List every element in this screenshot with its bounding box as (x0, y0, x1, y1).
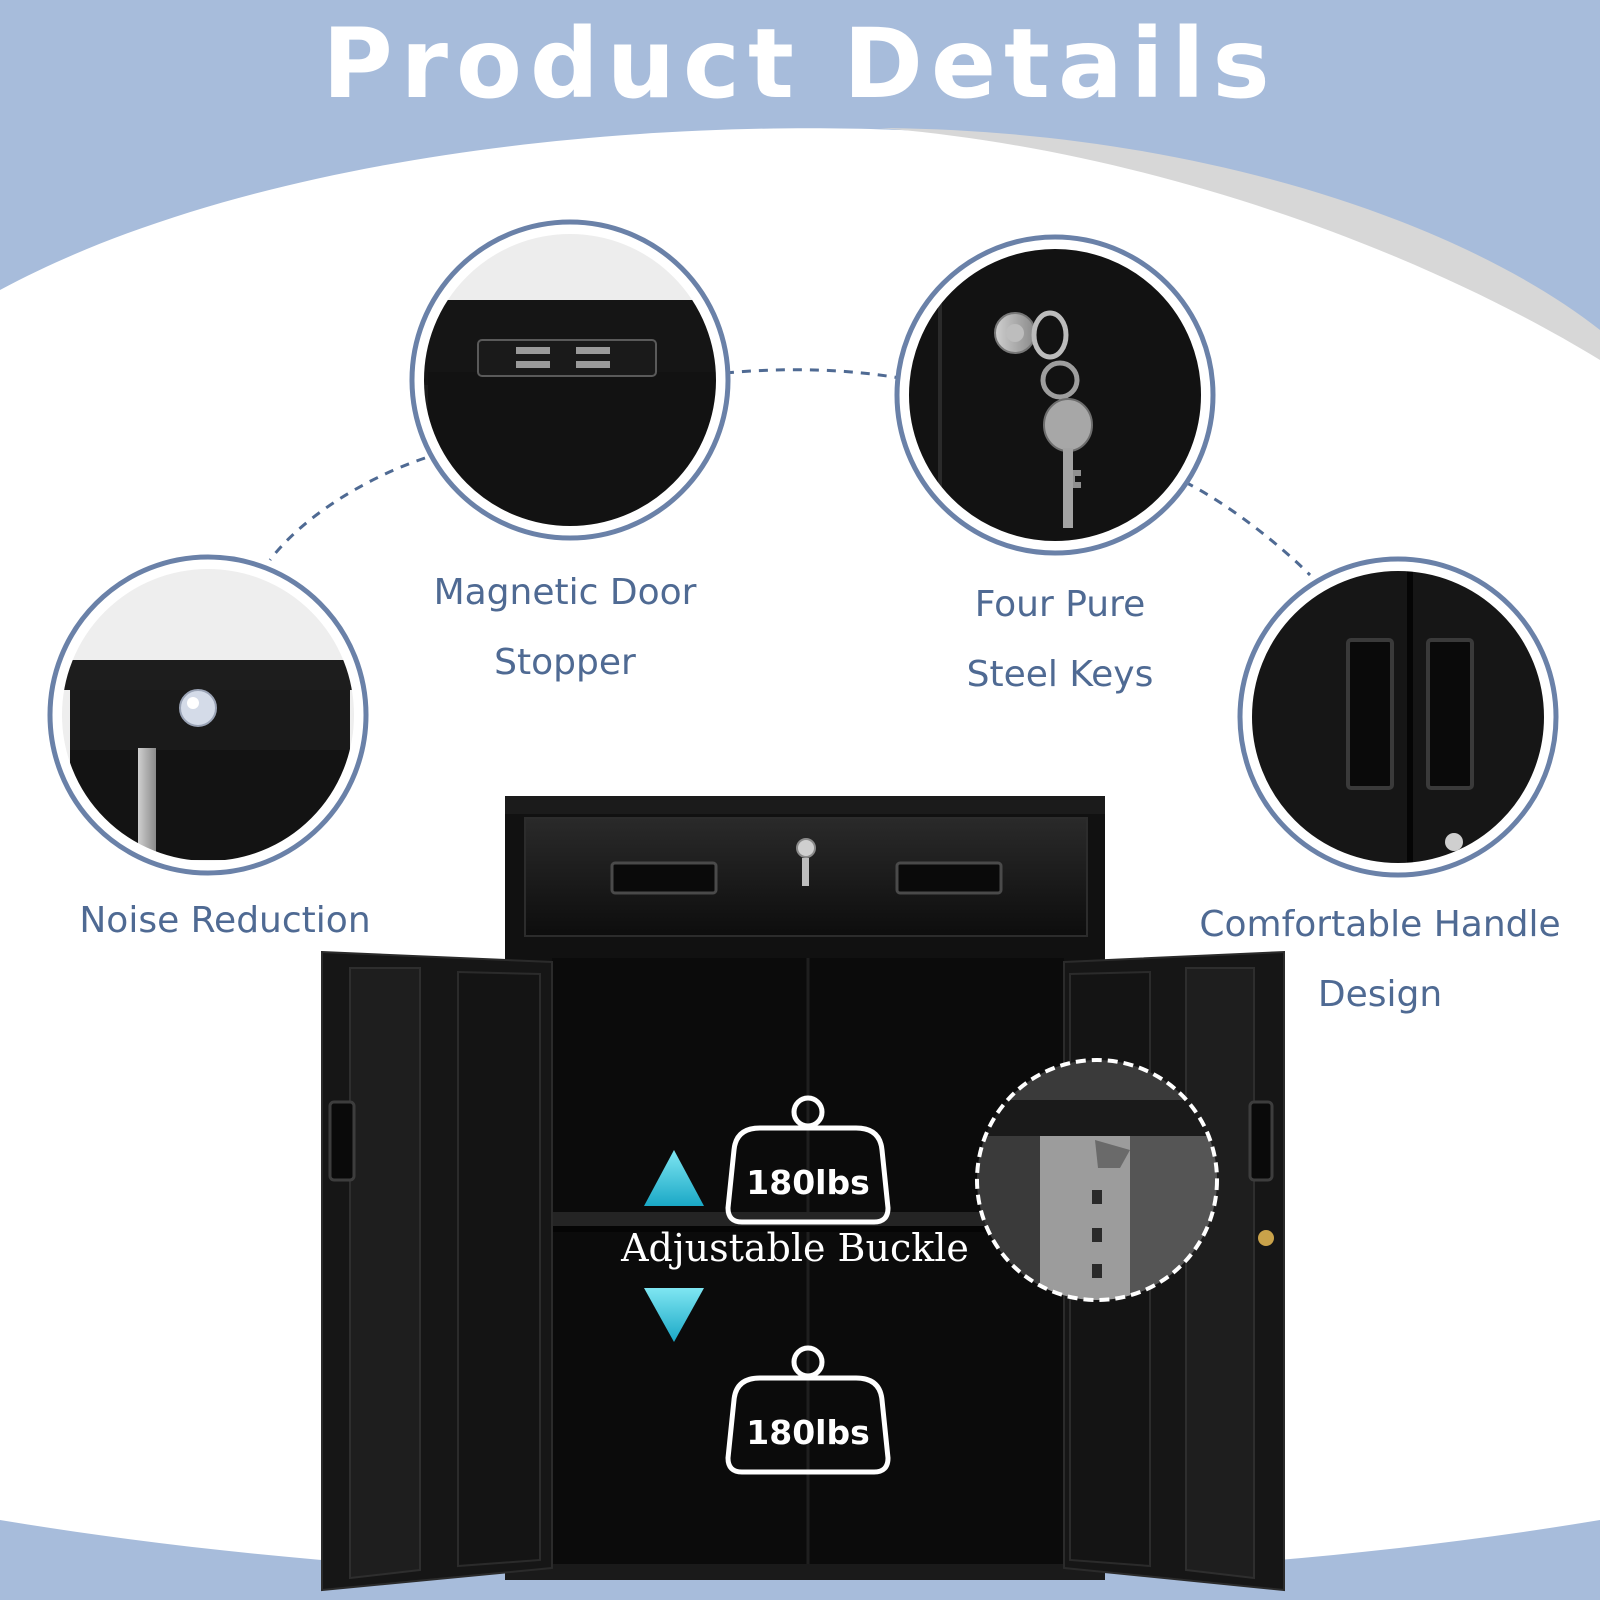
lower-shelf-capacity: 180lbs (746, 1413, 870, 1452)
lower-weight-icon (725, 1345, 891, 1475)
caption-line: Comfortable Handle (1199, 904, 1561, 945)
caption-line: Steel Keys (966, 654, 1154, 695)
drawer (524, 817, 1088, 937)
caption-line: Design (1317, 974, 1443, 1015)
caption-line: Four Pure (974, 584, 1146, 625)
drawer-lock-icon (796, 838, 816, 858)
caption-comfortable-handle-design: Comfortable Handle Design (1170, 890, 1590, 1030)
adjustable-buckle-label: Adjustable Buckle (621, 1226, 969, 1270)
handle-detail (1237, 556, 1559, 878)
magnetic-stopper-detail (409, 219, 731, 541)
keys-detail (894, 234, 1216, 556)
upper-weight-icon (725, 1095, 891, 1225)
page-title: Product Details (322, 8, 1278, 120)
caption-noise-reduction: Noise Reduction (40, 886, 410, 956)
noise-reduction-detail (47, 554, 369, 876)
upper-shelf-capacity: 180lbs (746, 1163, 870, 1202)
caption-line: Stopper (494, 642, 636, 683)
left-door (321, 950, 553, 1592)
arrow-up-icon (644, 1150, 704, 1206)
caption-four-pure-steel-keys: Four Pure Steel Keys (895, 570, 1225, 710)
caption-magnetic-door-stopper: Magnetic Door Stopper (400, 558, 730, 698)
caption-line: Magnetic Door (433, 572, 697, 613)
arrow-down-icon (644, 1288, 704, 1342)
buckle-detail (975, 1058, 1219, 1302)
caption-line: Noise Reduction (79, 900, 371, 941)
dashed-connector (268, 368, 1312, 577)
